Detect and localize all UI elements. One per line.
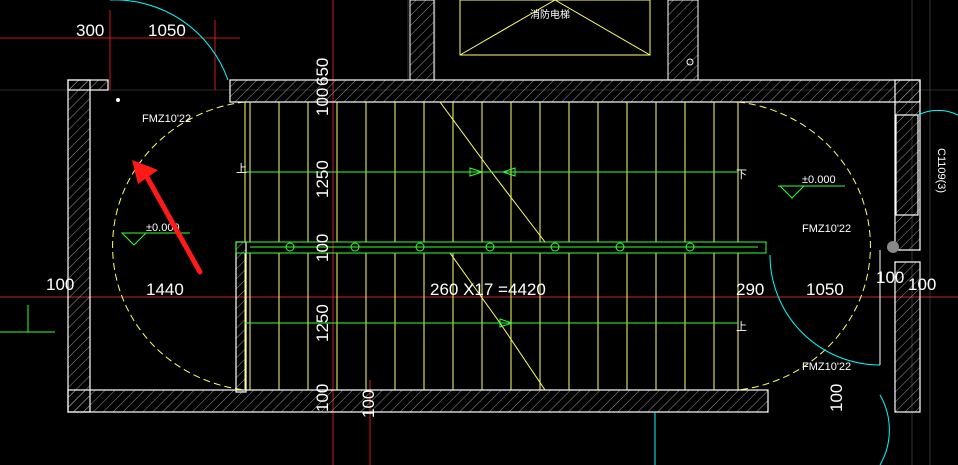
dim-1050-top: 1050 bbox=[148, 21, 186, 40]
dim-100-c: 100 bbox=[313, 384, 332, 412]
annotation-arrow-icon bbox=[132, 160, 203, 275]
dim-1440: 1440 bbox=[146, 280, 184, 299]
walls bbox=[67, 79, 921, 413]
elevator-shaft: 消防电梯 bbox=[409, 0, 699, 81]
stair-dimension: 260 X17 =4420 bbox=[430, 280, 546, 299]
dim-100-a: 100 bbox=[313, 88, 332, 116]
handrail bbox=[235, 167, 767, 328]
dim-650: 650 bbox=[313, 58, 332, 86]
up-label-bottom: 上 bbox=[736, 320, 747, 333]
dim-300: 300 bbox=[76, 21, 104, 40]
dim-1250-a: 1250 bbox=[313, 160, 332, 198]
dim-1050-right: 1050 bbox=[806, 280, 844, 299]
dim-100-left: 100 bbox=[46, 275, 74, 294]
level-label-right: ±0.000 bbox=[802, 174, 836, 186]
dim-100-d: 100 bbox=[359, 390, 378, 418]
elevator-label: 消防电梯 bbox=[530, 8, 570, 21]
window-tag: C1109(3) bbox=[935, 148, 947, 193]
door-label-right-top: FMZ10'22 bbox=[802, 223, 851, 235]
level-marker-icon bbox=[120, 185, 845, 246]
wall-markers bbox=[116, 58, 899, 253]
dim-100-bottom: 100 bbox=[827, 384, 846, 412]
dim-1250-b: 1250 bbox=[313, 304, 332, 342]
dim-100-right-a: 100 bbox=[876, 268, 904, 287]
down-label: 下 bbox=[736, 169, 747, 181]
door-label-right-bottom: FMZ10'22 bbox=[802, 361, 851, 373]
door-label-left: FMZ10'22 bbox=[142, 113, 191, 125]
up-label-top: 上 bbox=[236, 162, 247, 175]
door-swings bbox=[110, 0, 958, 465]
dim-100-b: 100 bbox=[313, 234, 332, 262]
outer-guide-lines bbox=[0, 305, 55, 333]
dim-100-right-b: 100 bbox=[908, 275, 936, 294]
dim-290: 290 bbox=[736, 280, 764, 299]
